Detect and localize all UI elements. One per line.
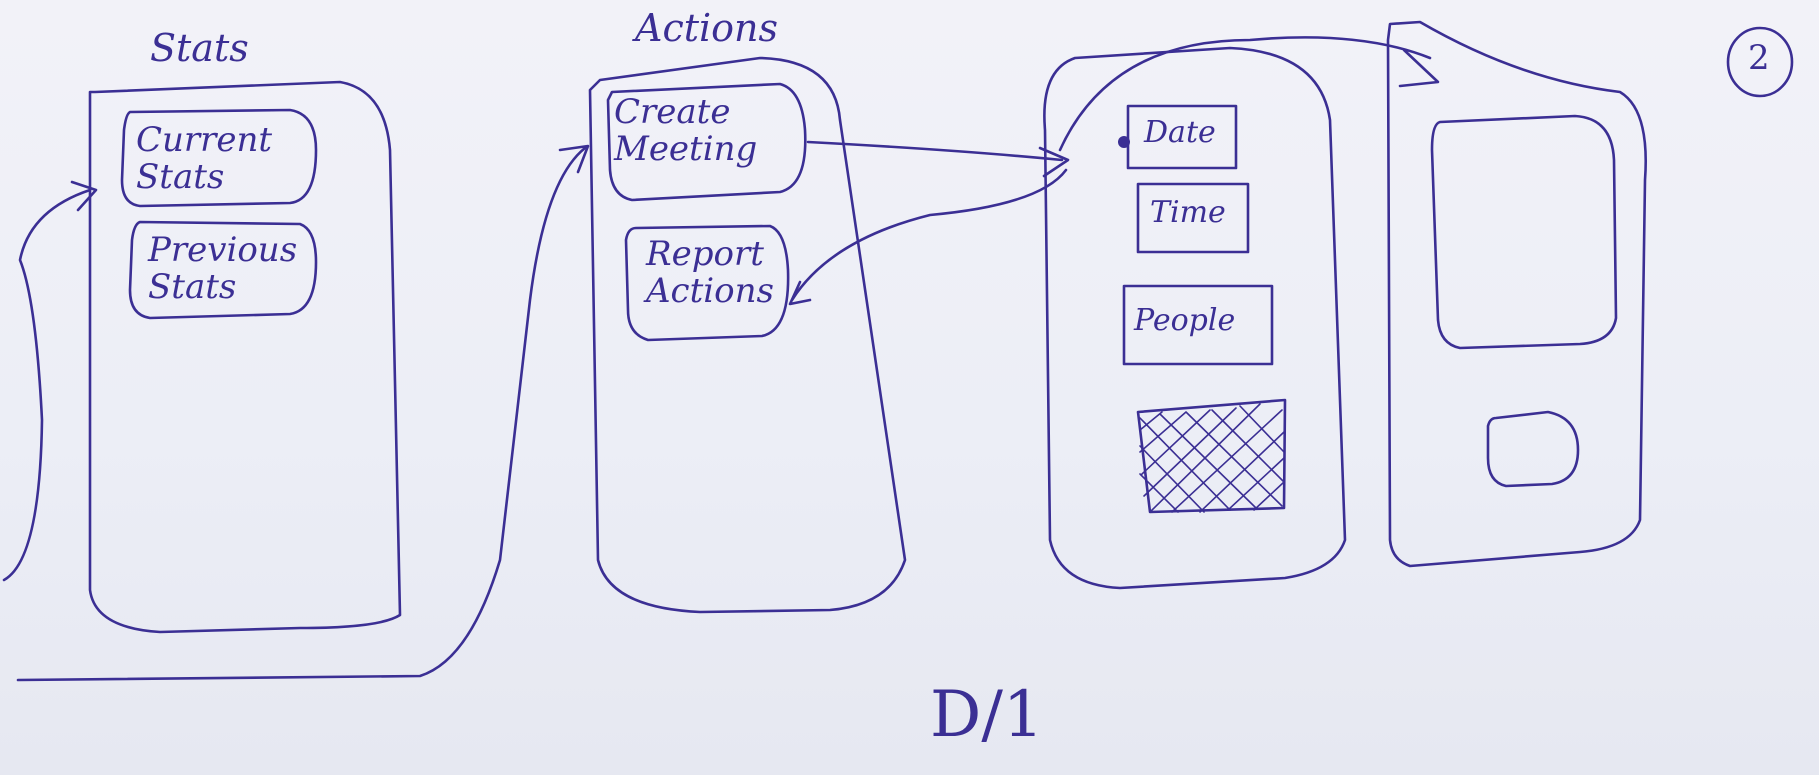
stats-screen-frame [88,80,402,634]
date-field-label: Date [1144,115,1216,150]
hatch-lines [1139,403,1285,513]
sheet-label: D/1 [930,678,1044,752]
stats-previous-button [128,220,318,320]
flow-arrow-create-to-form [806,140,1064,162]
time-field-box [1136,182,1250,254]
detail-screen-frame [1386,20,1647,568]
arrow-head-report [788,280,812,306]
previous-stats-button-label: Previous Stats [148,230,298,308]
stats-current-button [120,108,318,208]
hatched-submit-button [1136,398,1287,514]
time-field-label: Time [1150,195,1226,230]
people-field-box [1122,284,1274,366]
page-number-circle [1726,26,1794,98]
actions-create-meeting-button [606,82,807,202]
flow-arrow-left-loop [2,188,92,582]
page-number: 2 [1748,38,1770,78]
arrow-head-actions [558,144,590,174]
date-field-box [1126,104,1238,170]
actions-screen-title: Actions [635,6,779,50]
actions-report-button [624,224,790,342]
flow-arrow-form-to-detail [1058,36,1432,152]
detail-card [1430,114,1618,350]
create-meeting-button-label: Create Meeting [614,92,758,170]
arrow-head-stats [70,180,98,212]
current-stats-button-label: Current Stats [136,120,273,198]
meeting-form-frame [1043,46,1347,590]
stats-screen-title: Stats [150,26,249,70]
date-bullet [1118,136,1130,148]
actions-screen-frame [588,56,907,614]
flow-arrow-back-to-stats [16,146,587,682]
flow-arrow-form-to-report [790,168,1068,302]
arrow-head-form [1038,146,1070,178]
arrow-head-detail [1398,48,1440,88]
people-field-label: People [1134,303,1236,338]
report-actions-button-label: Report Actions [646,234,774,312]
detail-small-button [1486,410,1580,488]
